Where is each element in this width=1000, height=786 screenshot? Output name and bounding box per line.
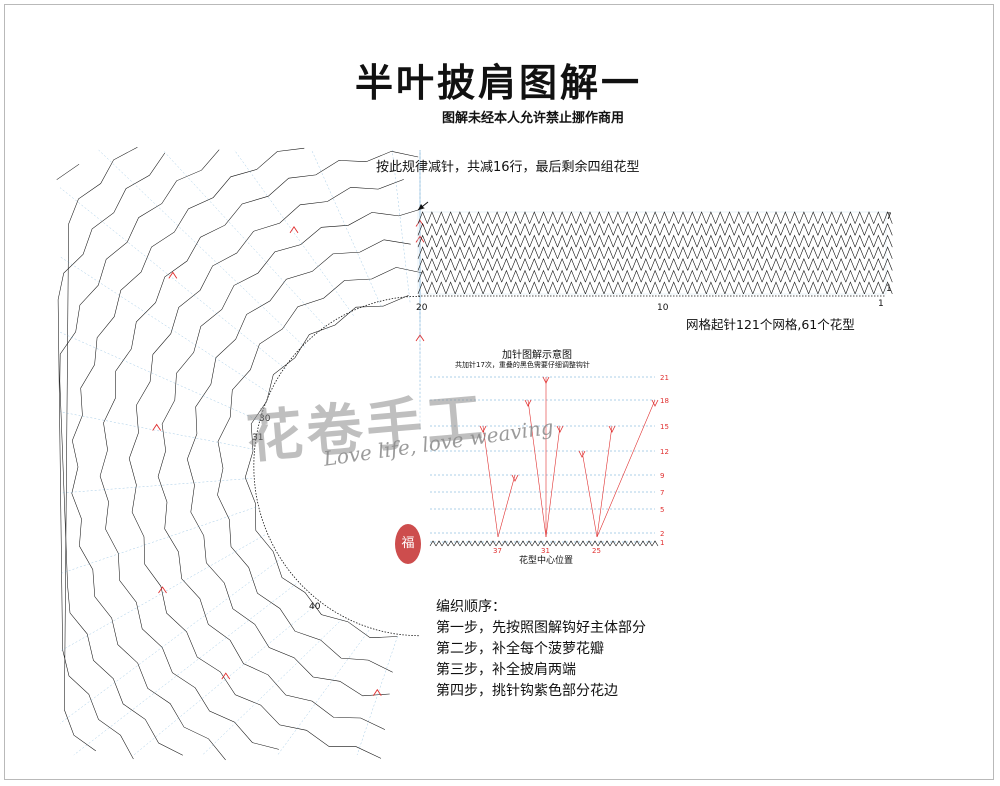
decrease-note: 按此规律减针，共减16行，最后剩余四组花型 xyxy=(376,160,640,175)
increase-stroke xyxy=(596,399,656,538)
copyright-note: 图解未经本人允许禁止挪作商用 xyxy=(442,111,625,126)
fan-guide-line xyxy=(73,583,297,756)
center-position-label: 37 xyxy=(493,547,502,555)
increase-v-mark xyxy=(608,425,616,433)
fan-guide-line xyxy=(59,506,257,574)
fan-round-4 xyxy=(157,207,425,730)
arrow-head-icon xyxy=(418,204,424,210)
increase-stroke xyxy=(581,450,598,538)
increase-row-label: 21 xyxy=(660,374,669,382)
fan-round-1 xyxy=(244,295,409,638)
increase-v-mark xyxy=(578,450,586,458)
increase-v-mark xyxy=(556,425,564,433)
row-label-bottom: 1 xyxy=(886,284,892,294)
fan-guide-line xyxy=(59,560,279,724)
arc-label-31: 31 xyxy=(252,433,263,443)
chart-labels: 7 1 20 10 1 30 31 40 xyxy=(252,212,892,612)
fan-round-9 xyxy=(57,152,166,760)
steps-heading: 编织顺序： xyxy=(436,599,506,615)
fan-red-mark xyxy=(168,271,178,279)
increase-v-mark xyxy=(542,376,550,384)
increase-row-label: 5 xyxy=(660,506,664,514)
seal-stamp: 福 xyxy=(395,524,421,564)
fan-guide-line xyxy=(277,629,370,756)
fan-chart xyxy=(56,146,425,761)
column-label-20: 20 xyxy=(416,303,428,313)
step-3: 第三步，补全披肩两端 xyxy=(436,662,576,678)
fan-round-10 xyxy=(64,146,138,752)
fan-round-5 xyxy=(128,179,404,759)
increase-v-mark xyxy=(524,399,532,407)
fan-round-3 xyxy=(187,239,411,697)
increase-stroke xyxy=(497,474,516,538)
column-label-10: 10 xyxy=(657,303,669,313)
fan-round-6 xyxy=(99,151,419,750)
fan-round-8 xyxy=(59,149,220,756)
fan-guide-line xyxy=(59,331,260,421)
page-title: 半叶披肩图解一 xyxy=(355,61,643,105)
fan-red-mark xyxy=(289,226,299,234)
increase-row-label: 15 xyxy=(660,423,669,431)
fan-guide-line xyxy=(59,478,253,494)
foundation-note: 网格起针121个网格,61个花型 xyxy=(686,317,855,332)
fan-red-mark xyxy=(372,688,382,696)
fan-guide-line xyxy=(202,618,343,756)
fan-inner-edge xyxy=(253,295,421,637)
knitting-order: 编织顺序： 第一步，先按照图解钩好主体部分 第二步，补全每个菠萝花瓣 第三步，补… xyxy=(436,597,646,702)
fan-red-mark xyxy=(158,586,167,594)
increase-stroke xyxy=(545,425,561,538)
increase-row-label: 18 xyxy=(660,397,669,405)
arc-label-30: 30 xyxy=(259,414,271,424)
fan-red-mark xyxy=(152,423,162,431)
panel-mesh xyxy=(417,211,893,295)
increase-stroke xyxy=(527,399,547,538)
increase-v-mark xyxy=(479,425,487,433)
fan-guide-line xyxy=(59,256,271,394)
step-1: 第一步，先按照图解钩好主体部分 xyxy=(436,620,646,636)
page-border xyxy=(4,4,994,780)
increase-diagram-subtitle: 共加针17次，重叠的黑色需要仔细调整钩针 xyxy=(455,361,590,369)
column-label-1: 1 xyxy=(878,299,884,309)
increase-diagram-caption: 花型中心位置 xyxy=(519,556,574,566)
center-position-label: 31 xyxy=(541,547,550,555)
increase-base-zigzag xyxy=(429,540,659,547)
fan-red-mark xyxy=(221,672,231,680)
fan-guide-line xyxy=(356,636,398,756)
fan-round-11 xyxy=(56,163,80,180)
increase-v-mark xyxy=(651,399,659,407)
step-2: 第二步，补全每个菠萝花瓣 xyxy=(436,641,604,657)
fan-guide-line xyxy=(59,534,266,652)
increase-row-label: 9 xyxy=(660,472,664,480)
fan-round-2 xyxy=(217,267,423,673)
fan-guide-line xyxy=(311,149,382,307)
increase-row-label: 1 xyxy=(660,539,664,547)
increase-stroke xyxy=(596,425,613,538)
increase-diagram: 21 18 15 12 9 7 5 21 37 31 25 xyxy=(429,374,669,555)
increase-v-mark xyxy=(511,474,519,482)
row-label-top: 7 xyxy=(886,212,892,222)
increase-row-label: 12 xyxy=(660,448,669,456)
increase-stroke xyxy=(482,425,499,538)
arc-label-40: 40 xyxy=(309,602,321,612)
increase-diagram-title: 加针图解示意图 xyxy=(502,350,572,361)
fan-guide-line xyxy=(133,603,318,756)
fan-guide-line xyxy=(59,411,254,450)
fan-guide-line xyxy=(59,187,286,370)
increase-row-label: 7 xyxy=(660,489,664,497)
fan-round-7 xyxy=(71,147,305,761)
fan-guide-line xyxy=(98,149,306,348)
fan-guide-line xyxy=(391,149,411,303)
rectangular-panel-chart xyxy=(417,211,893,297)
step-4: 第四步，挑针钩紫色部分花边 xyxy=(436,683,618,699)
panel-outline xyxy=(417,211,887,295)
increase-row-label: 2 xyxy=(660,530,664,538)
center-position-label: 25 xyxy=(592,547,601,555)
fan-guide-line xyxy=(162,149,329,330)
